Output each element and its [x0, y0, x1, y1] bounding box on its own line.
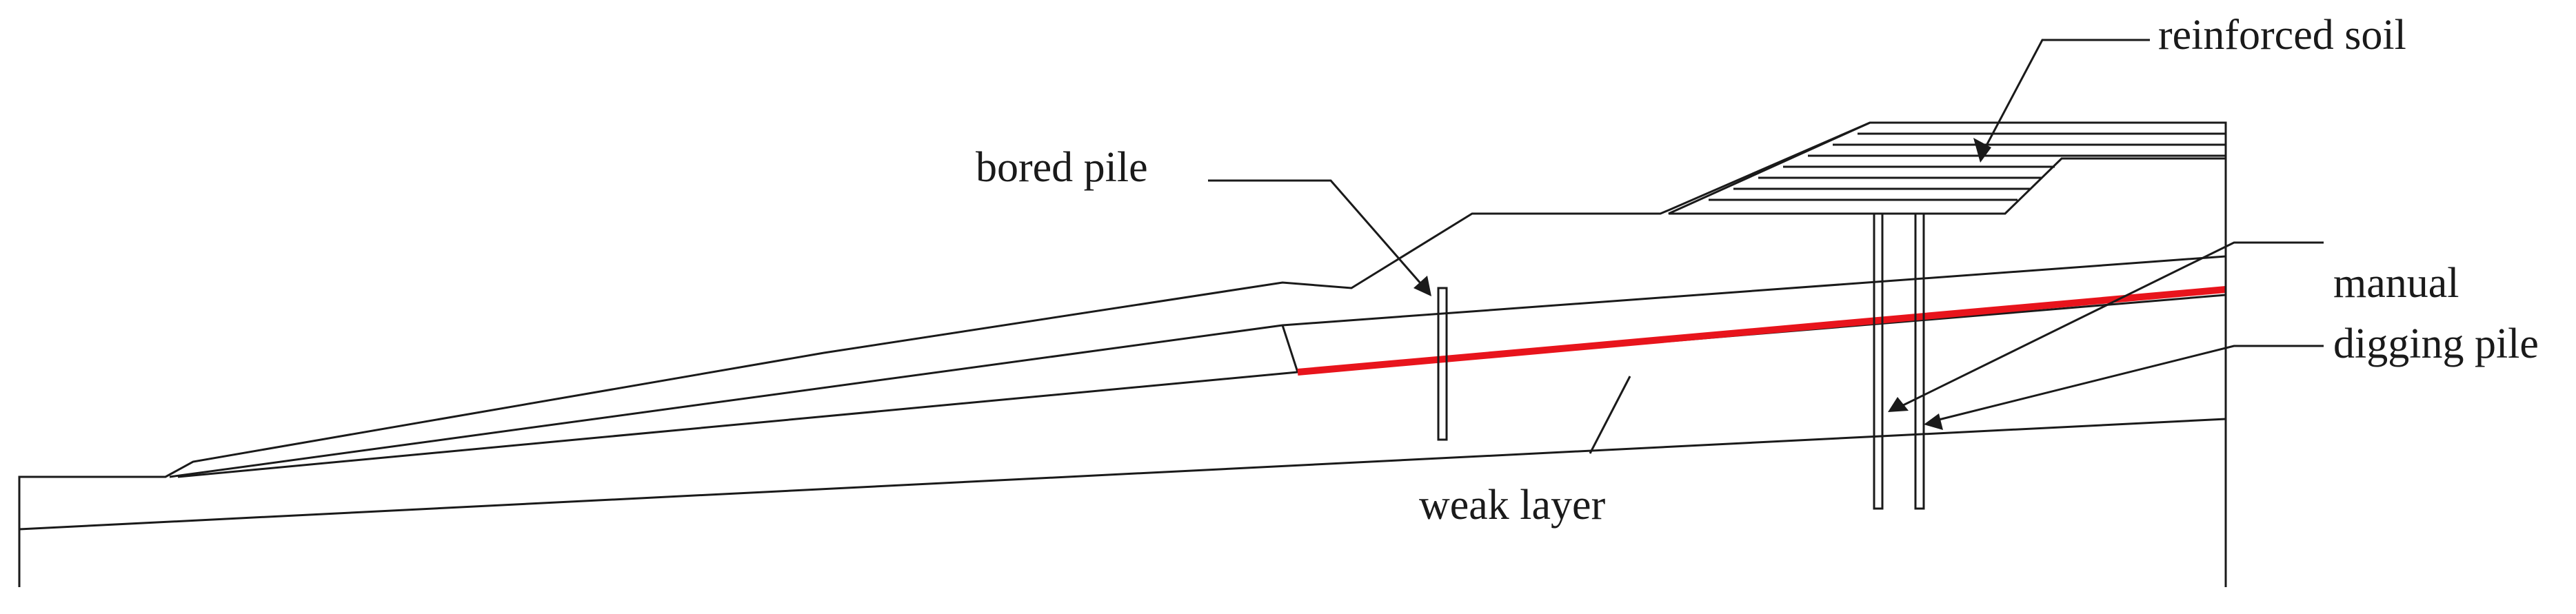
slip-surface: [1297, 286, 2226, 376]
upper-soil-boundary: [169, 255, 2226, 478]
manual-pile-leader-2: [1930, 345, 2324, 423]
manual-digging-pile-1: [1873, 212, 1884, 510]
manual-digging-pile-2: [1914, 212, 1925, 510]
weak-layer-leader: [1589, 376, 1631, 454]
manual-digging-pile-label-line2: digging pile: [2333, 320, 2539, 367]
bored-pile: [1437, 287, 1448, 441]
slope-kink-line: [1281, 325, 1299, 373]
reinforced-soil-arrowhead: [1973, 138, 1991, 163]
bored-pile-label: bored pile: [976, 144, 1148, 191]
manual-pile-leader-1: [1894, 241, 2324, 411]
bedrock-boundary: [19, 418, 2226, 531]
reinforced-soil-leader: [1979, 39, 2150, 158]
reinforced-soil-label: reinforced soil: [2158, 12, 2406, 59]
manual-pile-arrowhead-1: [1888, 397, 1909, 412]
reinforced-soil-body: [1668, 121, 2227, 215]
lower-soil-boundary: [177, 294, 2226, 478]
bored-pile-leader: [1208, 179, 1427, 290]
manual-pile-arrowhead-2: [1924, 413, 1943, 430]
bored-pile-arrowhead: [1413, 276, 1431, 296]
weak-layer-label: weak layer: [1419, 482, 1606, 529]
manual-digging-pile-label-line1: manual: [2333, 260, 2459, 307]
ground-surface: [18, 121, 2226, 587]
